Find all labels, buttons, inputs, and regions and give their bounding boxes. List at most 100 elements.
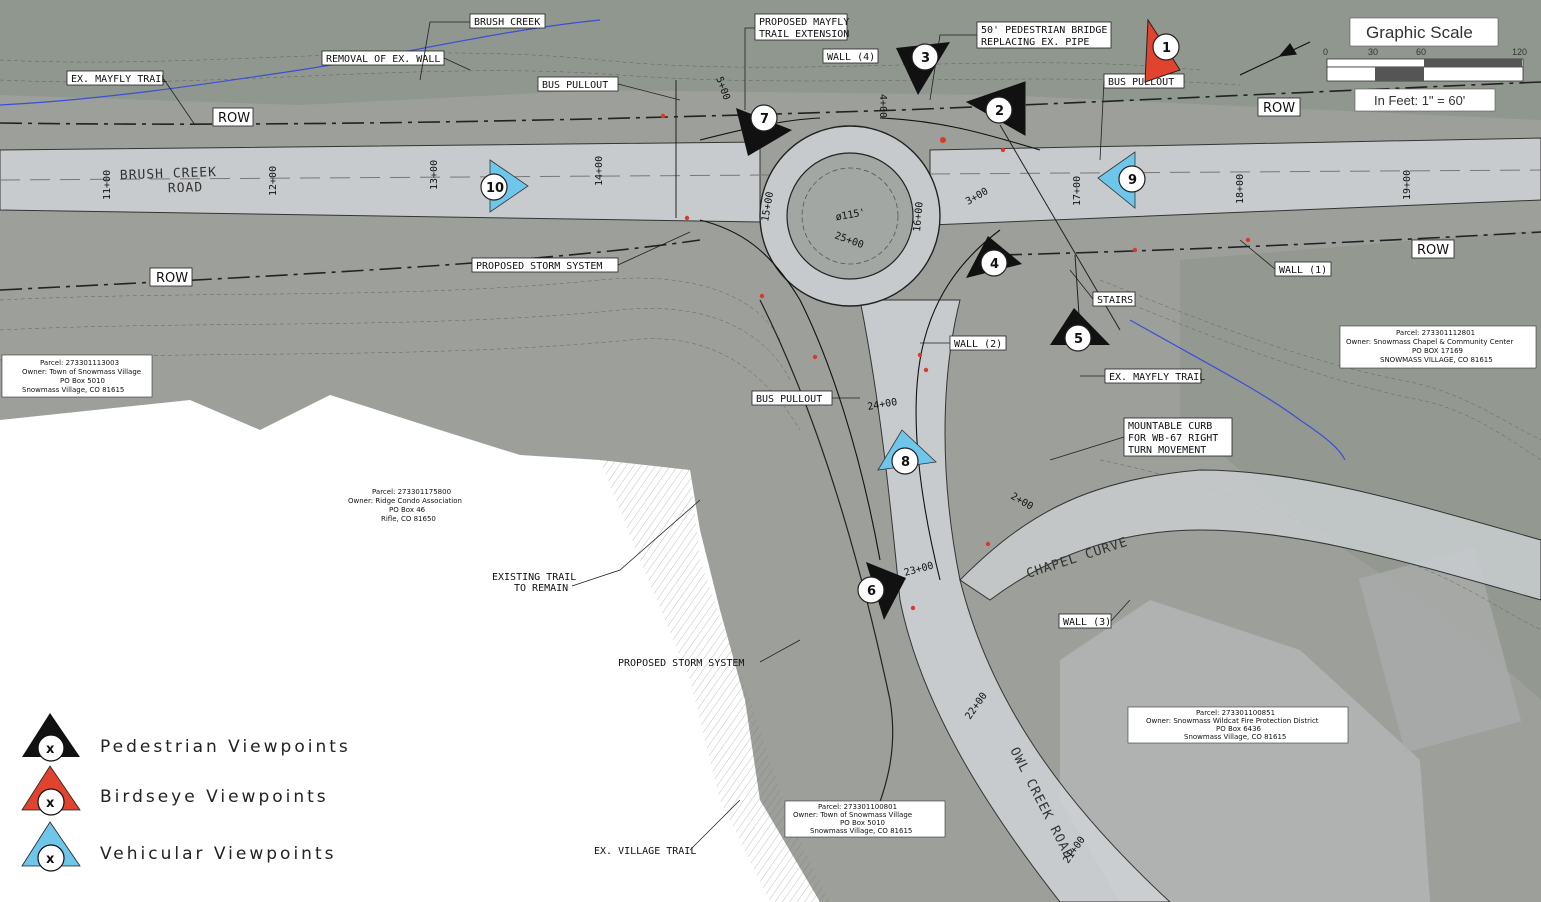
legend-birdseye-icon: x bbox=[21, 765, 81, 816]
station-label: 12+00 bbox=[268, 166, 279, 196]
station-label: 15+00 bbox=[760, 191, 776, 223]
label-mountable-curb-2: FOR WB-67 RIGHT bbox=[1128, 433, 1218, 444]
viewpoint-3[interactable]: 3 bbox=[896, 42, 950, 95]
legend-vehicular-icon: x bbox=[21, 821, 81, 872]
scale-tick: 30 bbox=[1368, 47, 1378, 57]
viewpoint-7[interactable]: 7 bbox=[736, 104, 792, 156]
label-ex-mayfly-trail-2: EX. MAYFLY TRAIL bbox=[1109, 372, 1205, 383]
label-wall-4: WALL (4) bbox=[827, 52, 875, 63]
scale-tick: 60 bbox=[1416, 47, 1426, 57]
label-ex-mayfly-trail: EX. MAYFLY TRAIL bbox=[71, 74, 167, 85]
utility-points bbox=[660, 113, 1251, 611]
owl-creek-road bbox=[859, 299, 1171, 902]
parcel-line: PO BOX 17169 bbox=[1412, 347, 1463, 355]
station-label: 13+00 bbox=[429, 160, 440, 190]
parking-lot bbox=[1358, 547, 1522, 753]
viewpoint-10[interactable]: 10 bbox=[480, 159, 529, 213]
station-label: 11+00 bbox=[102, 170, 113, 200]
label-brush-creek: BRUSH CREEK bbox=[474, 17, 540, 28]
label-bus-pullout: BUS PULLOUT bbox=[542, 80, 608, 91]
label-bus-pullout: BUS PULLOUT bbox=[1108, 77, 1174, 88]
row-label: ROW bbox=[1417, 243, 1449, 258]
label-ex-village-trail: EX. VILLAGE TRAIL bbox=[594, 846, 696, 857]
legend: x Pedestrian Viewpoints x Birdseye Viewp… bbox=[21, 713, 348, 872]
viewpoint-number: 1 bbox=[1162, 41, 1171, 56]
viewpoint-9[interactable]: 9 bbox=[1097, 151, 1146, 209]
viewpoint-5[interactable]: 5 bbox=[1050, 308, 1110, 352]
scale-tick: 0 bbox=[1323, 47, 1328, 57]
viewpoint-number: 2 bbox=[995, 104, 1004, 119]
parcel-box-1: Parcel: 273301113003 Owner: Town of Snow… bbox=[1, 354, 153, 398]
station-label: 16+00 bbox=[912, 201, 926, 232]
label-proposed-storm-2: PROPOSED STORM SYSTEM bbox=[618, 658, 744, 669]
road-centerline bbox=[0, 169, 1541, 181]
station-label: 17+00 bbox=[1072, 176, 1083, 206]
station-label: 19+00 bbox=[1402, 170, 1413, 200]
parcel-line: Owner: Town of Snowmass Village bbox=[793, 811, 912, 819]
parcel-line: Parcel: 273301100801 bbox=[818, 803, 897, 811]
roundabout-island bbox=[801, 167, 899, 265]
station-label: 4+00 bbox=[877, 94, 888, 118]
graphic-scale: Graphic Scale 0 30 60 120 In Feet: 1" = … bbox=[1323, 17, 1527, 112]
building-fire-station bbox=[1060, 600, 1430, 902]
curb-lines bbox=[699, 117, 1041, 581]
viewpoint-number: 6 bbox=[867, 584, 876, 599]
label-ped-bridge: 50' PEDESTRIAN BRIDGE bbox=[981, 25, 1107, 36]
viewpoint-6[interactable]: 6 bbox=[857, 562, 906, 620]
viewpoint-number: 3 bbox=[921, 51, 930, 66]
parcel-line: Snowmass Village, CO 81615 bbox=[810, 827, 912, 835]
label-wall-2: WALL (2) bbox=[954, 339, 1002, 350]
label-bus-pullout: BUS PULLOUT bbox=[756, 394, 822, 405]
viewpoint-number: 4 bbox=[990, 257, 999, 272]
viewpoint-4[interactable]: 4 bbox=[966, 236, 1022, 278]
scale-footer: In Feet: 1" = 60' bbox=[1374, 93, 1465, 108]
parcel-line: PO Box 46 bbox=[389, 506, 426, 514]
label-existing-trail: EXISTING TRAIL bbox=[492, 572, 576, 583]
scale-title: Graphic Scale bbox=[1366, 23, 1473, 42]
viewpoint-number: 8 bbox=[901, 455, 910, 470]
parcel-line: Snowmass Village, CO 81615 bbox=[22, 386, 124, 394]
viewpoint-1[interactable]: 1 bbox=[1144, 18, 1181, 83]
viewpoint-number: 5 bbox=[1074, 332, 1083, 347]
road-name-brush-creek: BRUSH CREEK bbox=[120, 165, 218, 183]
row-labels: ROW ROW ROW ROW bbox=[149, 97, 1455, 287]
label-removal-wall: REMOVAL OF EX. WALL bbox=[326, 54, 440, 65]
brush-creek-line bbox=[0, 19, 601, 106]
parcel-line: Owner: Town of Snowmass Village bbox=[22, 368, 141, 376]
scale-tick: 120 bbox=[1512, 47, 1527, 57]
legend-marker: x bbox=[46, 742, 55, 757]
unmapped-area bbox=[0, 395, 820, 902]
row-label: ROW bbox=[218, 111, 250, 126]
parcel-line: Parcel: 273301112801 bbox=[1396, 329, 1475, 337]
viewpoint-8[interactable]: 8 bbox=[877, 429, 937, 475]
diameter-label: ø115' bbox=[835, 207, 867, 223]
north-arrow-icon bbox=[1239, 41, 1311, 76]
label-proposed-storm: PROPOSED STORM SYSTEM bbox=[476, 261, 602, 272]
legend-birdseye: Birdseye Viewpoints bbox=[100, 787, 329, 807]
parcel-line: Rifle, CO 81650 bbox=[381, 515, 436, 523]
legend-marker: x bbox=[46, 796, 55, 811]
parcel-line: PO Box 5010 bbox=[840, 819, 885, 827]
legend-marker: x bbox=[46, 852, 55, 867]
station-label: 24+00 bbox=[867, 397, 899, 413]
leader-lines bbox=[162, 21, 1276, 851]
viewpoint-number: 9 bbox=[1128, 173, 1137, 188]
row-label: ROW bbox=[156, 271, 188, 286]
parcel-line: Parcel: 273301113003 bbox=[40, 359, 119, 367]
label-proposed-mayfly: PROPOSED MAYFLY bbox=[759, 17, 849, 28]
legend-pedestrian-icon: x bbox=[22, 713, 80, 762]
road-name-road: ROAD bbox=[168, 180, 204, 196]
row-label: ROW bbox=[1263, 101, 1295, 116]
station-label: 14+00 bbox=[594, 156, 605, 186]
viewpoint-number: 10 bbox=[486, 181, 504, 196]
brush-creek-line-east bbox=[1129, 319, 1346, 461]
label-stairs: STAIRS bbox=[1097, 295, 1133, 306]
viewpoint-2[interactable]: 2 bbox=[965, 81, 1026, 136]
label-trail-extension: TRAIL EXTENSION bbox=[759, 29, 849, 40]
parcel-line: Owner: Snowmass Chapel & Community Cente… bbox=[1346, 338, 1513, 346]
parcel-line: PO Box 5010 bbox=[60, 377, 105, 385]
parcel-box-4: Parcel: 273301100851 Owner: Snowmass Wil… bbox=[1127, 706, 1349, 744]
parcel-box-3: Parcel: 273301112801 Owner: Snowmass Cha… bbox=[1339, 325, 1537, 369]
label-wall-1: WALL (1) bbox=[1279, 265, 1327, 276]
